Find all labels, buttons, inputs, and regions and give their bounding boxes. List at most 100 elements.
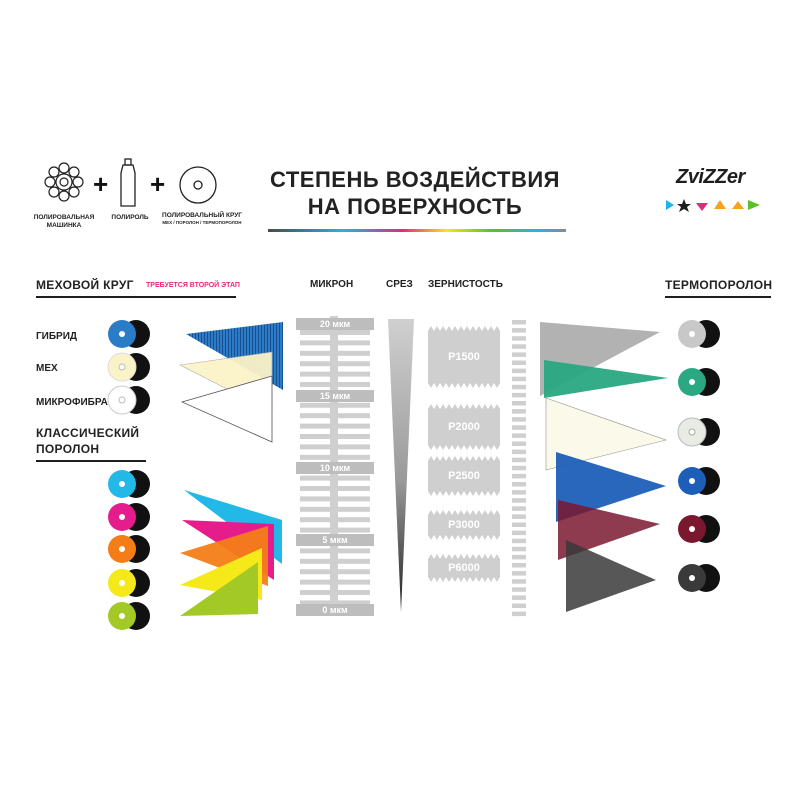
thermo-flag-white [545,397,668,471]
right-scale-dash [512,449,526,455]
fur-item-label: ГИБРИД [36,331,78,342]
grit-tile-shape [428,510,500,540]
thermofoam-pad [678,515,720,543]
right-scale-dash [512,473,526,479]
grit-tile: P6000 [428,554,500,582]
micron-label: 10 мкм [296,462,374,474]
right-scale-dash [512,579,526,584]
grit-label: P2000 [448,421,480,433]
grit-tile-shape [428,456,500,496]
right-scale-dash [512,360,526,365]
page-title-line2: НА ПОВЕРХНОСТЬ [307,194,523,219]
right-scale-dash [512,522,526,527]
grit-tile-shape [428,326,500,388]
grit-tile: P1500 [428,326,500,388]
grit-tile-shape [428,404,500,450]
right-scale-dash [512,506,526,511]
micron-label-text: 10 мкм [319,463,351,473]
grit-tile: P2000 [428,404,500,450]
grit-tile: P3000 [428,510,500,540]
grit-tile: P2500 [428,456,500,496]
thermofoam-pad [677,417,720,447]
micron-label-text: 5 мкм [322,535,348,545]
classic-foam-underline [36,460,146,462]
right-scale-dash [512,595,526,600]
rainbow-divider [268,229,566,232]
thermo-flag-green [544,360,668,398]
micron-label: 5 мкм [296,534,374,546]
page-title-line1: СТЕПЕНЬ ВОЗДЕЙСТВИЯ [270,167,560,192]
thermofoam-title: ТЕРМОПОРОЛОН [665,278,773,292]
right-scale-dash [512,392,526,398]
thermofoam-pad [678,467,720,495]
grit-label: P3000 [448,519,480,531]
microfiber-flag [180,375,273,443]
fur-pad-title: МЕХОВОЙ КРУГ [36,278,134,292]
thermofoam-pad [678,320,720,348]
right-scale-dash [512,546,526,552]
right-scale-dash [512,384,526,390]
right-scale-dash [512,530,526,536]
right-scale-dash [512,482,526,487]
right-scale-dash [512,554,526,560]
fur-pad-underline [36,296,236,298]
grit-tile-shape [428,554,500,582]
right-scale-dash [512,328,526,333]
right-scale-dash [512,417,526,422]
right-scale-dash [512,603,526,608]
right-scale-dash [512,409,526,414]
polish-label: ПОЛИРОЛЬ [111,214,149,221]
thermo-flag-dark [566,540,656,612]
right-scale-dash [512,401,526,406]
right-scale-dash [512,465,526,471]
micron-label-text: 15 мкм [319,391,351,401]
micron-label: 0 мкм [296,604,374,616]
fur-pad-note: ТРЕБУЕТСЯ ВТОРОЙ ЭТАП [146,282,240,289]
micron-label: 15 мкм [296,390,374,402]
right-scale-dash [512,490,526,495]
cut-column-header: СРЕЗ [386,279,413,290]
right-scale-dash [512,352,526,357]
right-scale-dash [512,563,526,568]
right-scale [512,320,526,617]
fur-pad [107,385,150,415]
cut-wedge [388,319,414,612]
foam-pad [108,503,150,531]
fur-item-label: МИКРОФИБРА [36,397,108,408]
fur-item-label: МЕХ [36,363,58,374]
right-scale-dash [512,336,526,341]
micron-label-text: 20 мкм [319,319,351,329]
right-scale-dash [512,587,526,592]
right-scale-dash [512,611,526,617]
classic-foam-title-line1: КЛАССИЧЕСКИЙ [36,426,140,440]
foam-pad [108,535,150,563]
grit-label: P6000 [448,562,480,574]
grit-column-header: ЗЕРНИСТОСТЬ [428,279,503,290]
right-scale-dash [512,538,526,544]
thermofoam-underline [665,296,771,298]
right-scale-dash [512,320,526,325]
right-scale-dash [512,514,526,519]
foam-pad [108,470,150,498]
micron-label: 20 мкм [296,318,374,330]
fur-pad [108,320,150,348]
polishing-machine-icon [44,162,84,202]
classic-foam-title-line2: ПОРОЛОН [36,442,100,456]
right-scale-dash [512,368,526,374]
right-scale-dash [512,498,526,503]
polishing-pad-sublabel: МЕХ / ПОРОЛОН / ТЕРМОПОРОЛОН [162,220,242,225]
foam-pad [108,569,150,597]
brand-logo: ZviZZer [676,166,745,188]
polishing-pad-label: ПОЛИРОВАЛЬНЫЙ КРУГ [162,212,242,219]
thermofoam-pad [678,368,720,396]
right-scale-dash [512,376,526,382]
polishing-pad-icon [179,166,217,204]
micron-column-header: МИКРОН [310,279,354,290]
right-scale-dash [512,441,526,446]
foam-flag-green [180,562,258,616]
foam-pad [108,602,150,630]
grit-label: P1500 [448,351,480,363]
polishing-machine-label: ПОЛИРОВАЛЬНАЯ МАШИНКА [33,214,95,229]
brand-shapes-icon [666,199,760,212]
right-scale-dash [512,457,526,463]
